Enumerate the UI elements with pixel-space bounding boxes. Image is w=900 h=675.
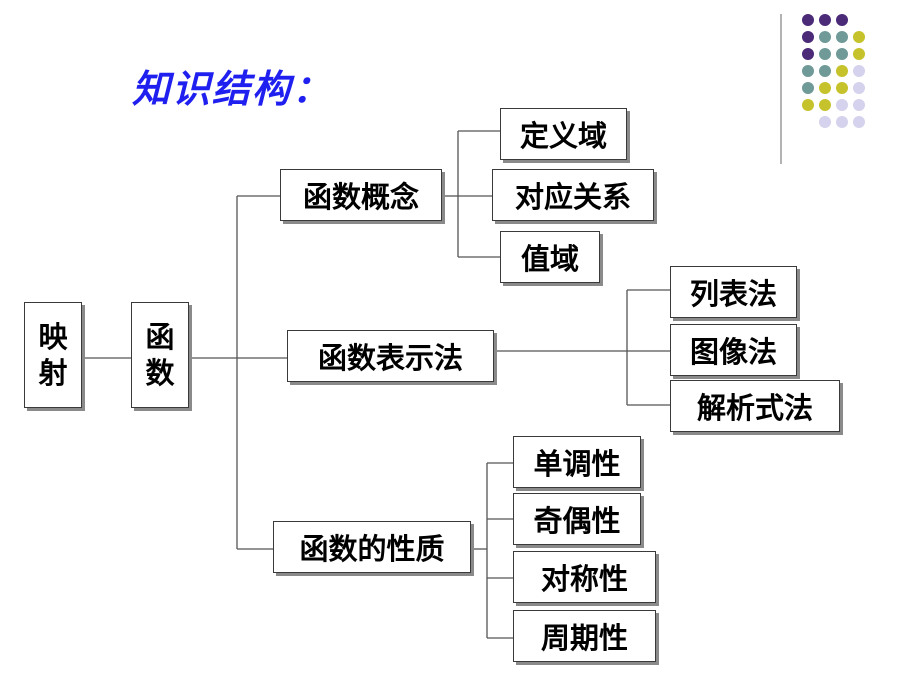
decorative-dot <box>819 14 831 26</box>
decorative-dot <box>853 116 865 128</box>
node-root-line2: 射 <box>38 356 68 390</box>
node-leaf-symmetry: 对称性 <box>513 551 656 603</box>
node-hub-line2: 数 <box>145 356 175 390</box>
decorative-dot <box>836 116 848 128</box>
node-hub-line1: 函 <box>145 319 175 354</box>
node-leaf-parity: 奇偶性 <box>513 493 641 545</box>
decorative-dot <box>802 31 814 43</box>
decorative-dot <box>853 99 865 111</box>
node-branch-concept: 函数概念 <box>280 169 442 221</box>
decorative-dot <box>853 82 865 94</box>
decorative-dot <box>802 48 814 60</box>
decorative-dot <box>836 14 848 26</box>
decorative-dot <box>836 82 848 94</box>
decorative-dot <box>802 14 814 26</box>
node-leaf-correspondence: 对应关系 <box>492 169 654 221</box>
decorative-dot <box>853 65 865 77</box>
decorative-dot <box>819 116 831 128</box>
node-root: 映 射 <box>24 302 82 408</box>
decorative-dot <box>853 48 865 60</box>
node-leaf-range: 值域 <box>500 231 600 283</box>
node-leaf-table-method: 列表法 <box>670 266 797 318</box>
decorative-dot <box>819 48 831 60</box>
node-branch-properties: 函数的性质 <box>273 521 471 573</box>
node-branch-representation: 函数表示法 <box>287 330 494 382</box>
decorative-dot <box>853 31 865 43</box>
decorative-dot <box>836 99 848 111</box>
decorative-dot <box>802 65 814 77</box>
decorative-dot <box>836 48 848 60</box>
decorative-dot <box>819 65 831 77</box>
decorative-dot <box>802 82 814 94</box>
node-leaf-graph-method: 图像法 <box>670 324 797 376</box>
decorative-dot <box>802 99 814 111</box>
node-hub: 函 数 <box>131 302 189 408</box>
decorative-dot <box>836 31 848 43</box>
node-leaf-periodicity: 周期性 <box>513 610 656 662</box>
decorative-dot <box>819 99 831 111</box>
decorative-dot <box>819 82 831 94</box>
decorative-dot <box>836 65 848 77</box>
node-leaf-monotonicity: 单调性 <box>513 436 641 488</box>
node-root-line1: 映 <box>38 319 68 354</box>
decorative-dot <box>819 31 831 43</box>
node-leaf-formula-method: 解析式法 <box>670 380 840 432</box>
page-title: 知识结构： <box>132 67 333 111</box>
node-leaf-domain: 定义域 <box>500 108 627 160</box>
